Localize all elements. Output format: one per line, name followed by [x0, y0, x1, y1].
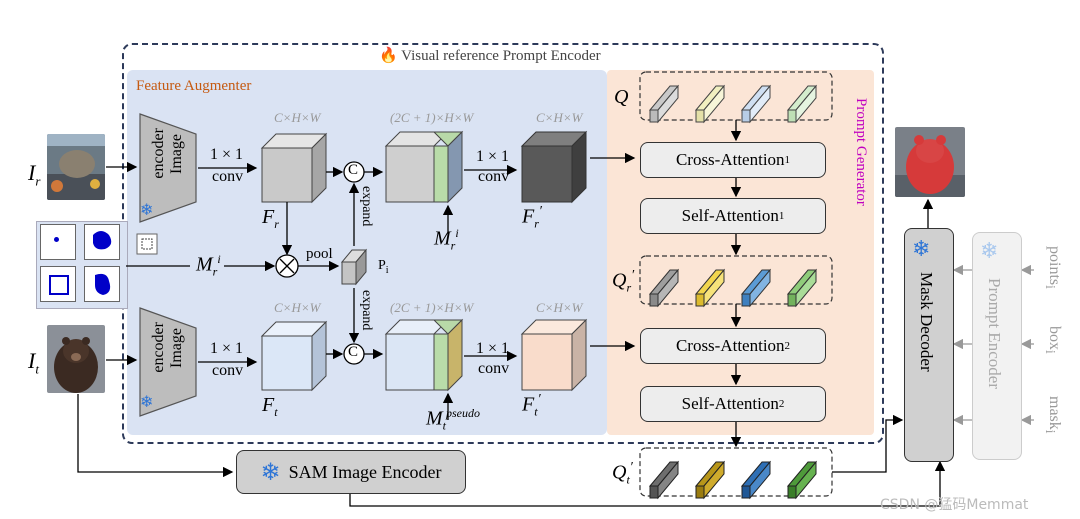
prototype-P-i [340, 248, 368, 286]
cube-F-r-prime [520, 130, 588, 204]
flame-icon: 🔥 [379, 48, 398, 64]
snowflake-icon: ❄ [260, 459, 281, 486]
prompt-encoder-label: Prompt Encoder [985, 278, 1004, 389]
expand-label-down: expand [359, 290, 374, 331]
F-r-label: Fr [262, 206, 279, 231]
cube-concat-target [384, 318, 464, 392]
sam-image-encoder: ❄ SAM Image Encoder [236, 450, 466, 494]
prompt-input-mask: maski [1043, 396, 1064, 434]
mask-tile-mask [84, 266, 120, 302]
expand-label-up: expand [359, 186, 374, 227]
prompt-generator-label: Prompt Generator [853, 98, 869, 206]
feature-augmenter-label: Feature Augmenter [136, 78, 252, 94]
grid-select-icon [136, 233, 158, 255]
conv-label-target-1: 1 × 1 [210, 340, 244, 357]
mask-tile-point [40, 224, 76, 260]
snowflake-icon: ❄ [140, 394, 154, 411]
conv-label-target-4: conv [478, 360, 510, 377]
Q-t-label: Qt′ [612, 460, 633, 487]
title-wrap: 🔥 Visual reference Prompt Encoder [375, 46, 605, 65]
dims-F-r-prime: C×H×W [536, 110, 583, 125]
pool-label: pool [306, 246, 333, 262]
cube-concat-ref [384, 130, 464, 204]
prompt-encoder [972, 232, 1022, 460]
query-tokens-Q-t [648, 460, 818, 500]
mask-decoder-label: Mask Decoder [917, 272, 936, 372]
reference-image [47, 134, 105, 200]
dims-F-t: C×H×W [274, 300, 321, 315]
concat-op-target: C [348, 344, 359, 360]
conv-label-target-2: conv [212, 362, 244, 379]
cube-F-t [260, 320, 328, 392]
title: Visual reference Prompt Encoder [401, 48, 601, 64]
M-r-i-label: Mri [196, 252, 221, 279]
Q-r-label: Qr′ [612, 268, 635, 295]
watermark: CSDN @猛码Memmat [880, 497, 1029, 513]
Q-label: Q [614, 86, 629, 108]
prompt-input-points: pointsi [1043, 246, 1064, 289]
output-mask-image [895, 127, 965, 197]
I-r-label: Ir [28, 160, 41, 189]
image-encoder-ref [139, 113, 197, 223]
image-encoder-target [139, 307, 197, 417]
mask-tile-box [40, 266, 76, 302]
F-t-label: Ft [262, 394, 278, 419]
conv-label-ref-2: conv [212, 168, 244, 185]
conv-label-ref-3: 1 × 1 [476, 148, 510, 165]
cube-F-r [260, 132, 328, 204]
snowflake-icon: ❄ [980, 238, 999, 263]
dims-F-t-prime: C×H×W [536, 300, 583, 315]
target-image [47, 325, 105, 393]
cube-F-t-prime [520, 318, 588, 392]
F-r-prime-label: Fr′ [522, 204, 542, 231]
M-r-i-concat-label: Mri [434, 226, 459, 253]
snowflake-icon: ❄ [140, 202, 154, 219]
query-tokens-Q-r [648, 268, 818, 308]
mask-decoder [904, 228, 954, 462]
conv-label-target-3: 1 × 1 [476, 340, 510, 357]
conv-label-ref-4: conv [478, 168, 510, 185]
dims-concat-ref: (2C + 1)×H×W [390, 110, 474, 125]
M-t-pseudo-label: Mtpseudo [426, 406, 481, 433]
dims-concat-target: (2C + 1)×H×W [390, 300, 474, 315]
query-tokens-Q [648, 84, 818, 124]
concat-op-ref: C [348, 162, 359, 178]
prompt-input-box: boxi [1043, 326, 1064, 354]
F-t-prime-label: Ft′ [522, 392, 541, 419]
P-i-label: Pi [378, 258, 389, 276]
I-t-label: It [28, 348, 39, 377]
conv-label-ref-1: 1 × 1 [210, 146, 244, 163]
dims-F-r: C×H×W [274, 110, 321, 125]
snowflake-icon: ❄ [912, 236, 931, 261]
mask-tile-scribble [84, 224, 120, 260]
